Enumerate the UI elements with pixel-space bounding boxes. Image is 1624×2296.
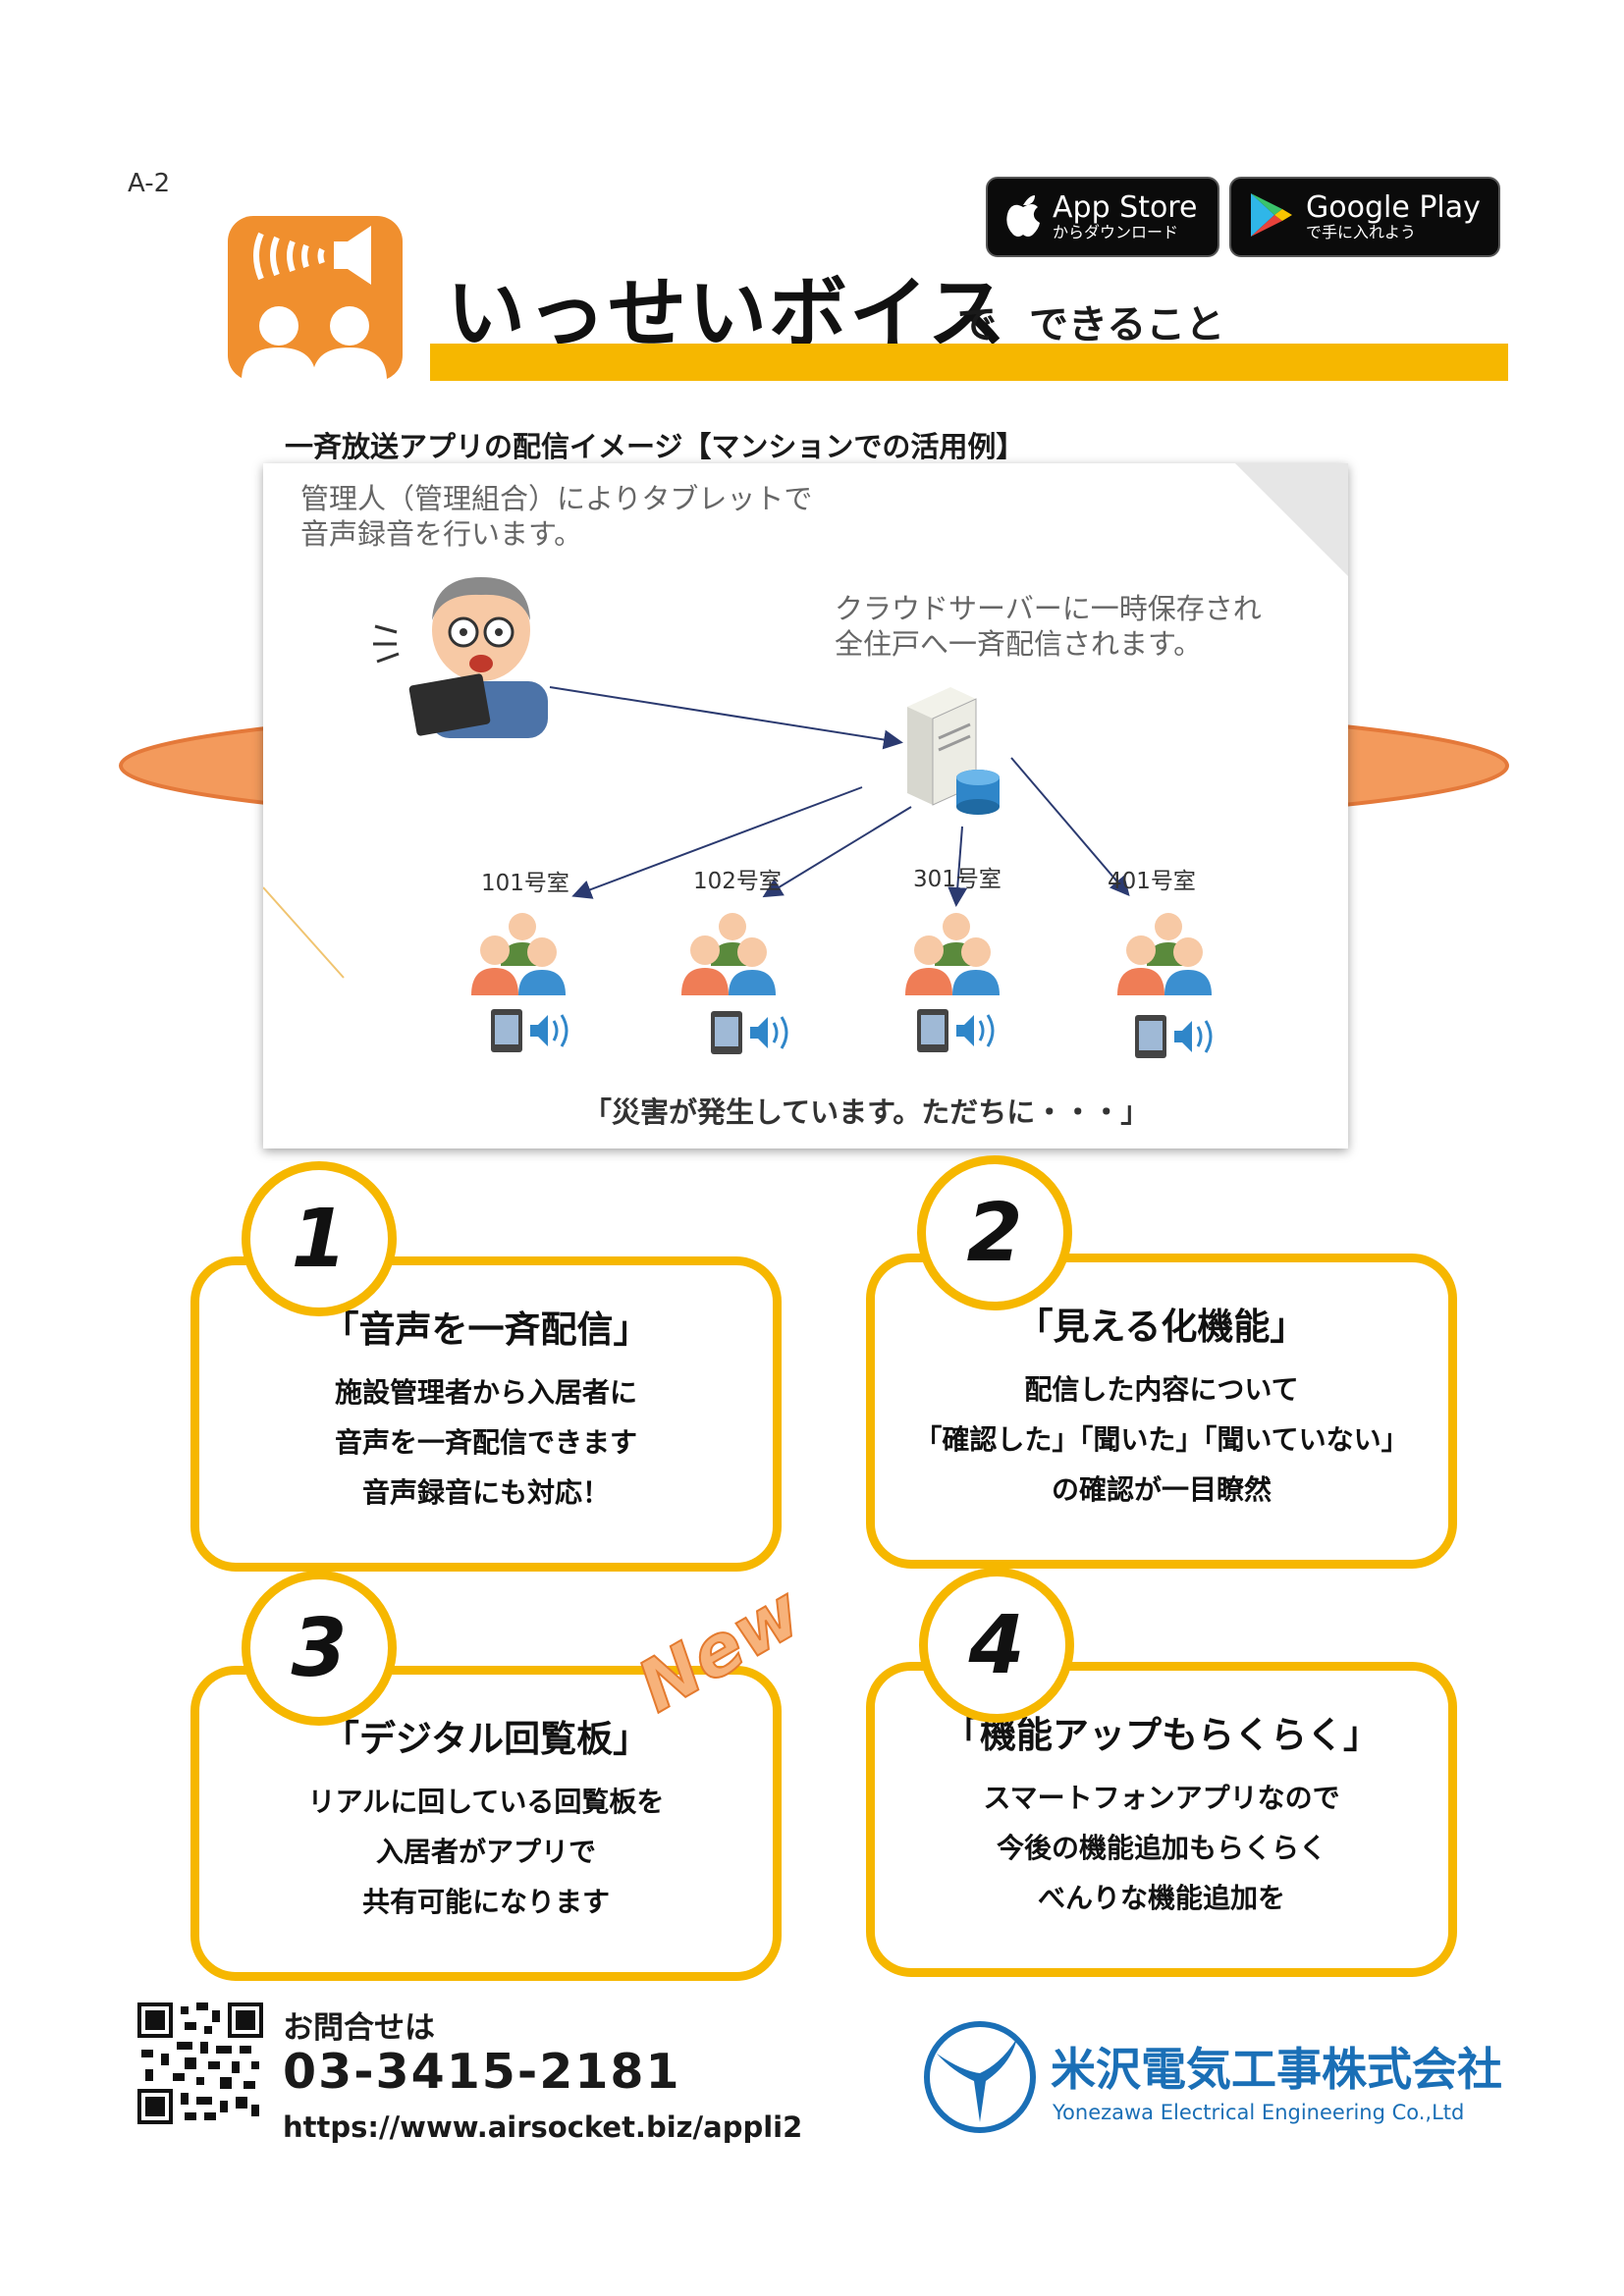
app-icon [228,216,403,381]
feature-line: 施設管理者から入居者に [334,1376,637,1409]
feature-text-3: 「デジタル回覧板」 リアルに回している回覧板を 入居者がアプリで 共有可能になり… [199,1675,773,1927]
company-logo-icon [923,2020,1037,2138]
feature-line: 共有可能になります [361,1886,610,1918]
feature-line: 配信した内容について [1024,1373,1299,1406]
title-suffix-de: で [957,302,997,347]
company-name-ja: 米沢電気工事株式会社 [1051,2043,1502,2096]
feature-title-3: 「デジタル回覧板」 [322,1718,650,1760]
feature-line: 音声録音にも対応！ [361,1476,610,1509]
feature-line: 入居者がアプリで [375,1836,596,1868]
google-play-title: Google Play [1306,190,1481,225]
qr-code[interactable] [137,2002,263,2128]
title-underline-bar [430,344,1508,381]
website-url[interactable]: https://www.airsocket.biz/appli2 [283,2110,803,2144]
feature-box-1: 「音声を一斉配信」 施設管理者から入居者に 音声を一斉配信できます 音声録音にも… [190,1256,782,1572]
phone-number[interactable]: 03-3415-2181 [283,2044,681,2100]
feature-text-1: 「音声を一斉配信」 施設管理者から入居者に 音声を一斉配信できます 音声録音にも… [199,1265,773,1518]
room-label-401: 401号室 [1108,869,1196,894]
caption-cloud: クラウドサーバーに一時保存され 全住戸へ一斉配信されます。 [835,592,1262,661]
illustration-graphics [263,463,1348,979]
tablet-speaker-icon-101 [491,1007,579,1058]
google-play-icon [1249,191,1292,242]
app-store-badge[interactable]: App Store からダウンロード [986,177,1219,257]
company-name-en: Yonezawa Electrical Engineering Co.,Ltd [1053,2101,1465,2124]
feature-number-1: 1 [242,1161,397,1316]
feature-line: の確認が一目瞭然 [1051,1473,1272,1506]
apple-icon [1005,193,1041,240]
feature-title-1: 「音声を一斉配信」 [322,1308,650,1351]
feature-number-2: 2 [917,1155,1072,1310]
residents-icon-301 [903,907,1005,1001]
feature-line: スマートフォンアプリなので [983,1782,1340,1814]
residents-icon-401 [1115,907,1218,1001]
app-store-title: App Store [1053,190,1198,225]
tablet-speaker-icon-102 [711,1009,799,1060]
feature-box-2: 「見える化機能」 配信した内容について 「確認した」「聞いた」「聞いていない」 … [866,1254,1457,1569]
feature-title-2: 「見える化機能」 [1016,1306,1307,1348]
feature-number-3: 3 [242,1571,397,1726]
tablet-speaker-icon-401 [1135,1013,1223,1064]
feature-line: 「確認した」「聞いた」「聞いていない」 [914,1423,1409,1456]
feature-line: 音声を一斉配信できます [334,1426,637,1459]
app-store-subtitle: からダウンロード [1053,223,1179,241]
google-play-subtitle: で手に入れよう [1306,223,1417,241]
title-suffix-dekirukoto: できること [1029,302,1225,347]
room-label-301: 301号室 [913,867,1001,892]
residents-icon-102 [679,907,782,1001]
section-heading: 一斉放送アプリの配信イメージ【マンションでの活用例】 [285,430,1025,463]
illustration-panel: 管理人（管理組合）によりタブレットで 音声録音を行います。 クラウドサーバーに一… [263,463,1348,1148]
feature-number-4: 4 [919,1568,1074,1723]
feature-line: リアルに回している回覧板を [307,1786,665,1818]
room-label-102: 102号室 [693,869,782,894]
admin-speaking-illustration [373,571,560,742]
tablet-speaker-icon-301 [917,1007,1005,1058]
contact-label: お問合せは [283,2010,435,2046]
room-label-101: 101号室 [481,871,569,896]
feature-text-4: 「機能アップもらくらく」 スマートフォンアプリなので 今後の機能追加もらくらく … [875,1671,1448,1923]
feature-line: 今後の機能追加もらくらく [996,1832,1326,1864]
feature-text-2: 「見える化機能」 配信した内容について 「確認した」「聞いた」「聞いていない」 … [875,1262,1448,1515]
cloud-server-icon [897,687,1005,819]
google-play-badge[interactable]: Google Play で手に入れよう [1229,177,1500,257]
residents-icon-101 [469,907,571,1001]
broadcast-message: 「災害が発生しています。ただちに・・・」 [583,1095,1150,1129]
feature-line: べんりな機能追加を [1037,1882,1285,1914]
page-code: A-2 [128,169,171,198]
feature-title-4: 「機能アップもらくらく」 [944,1714,1380,1756]
caption-admin: 管理人（管理組合）によりタブレットで 音声録音を行います。 [300,482,813,551]
